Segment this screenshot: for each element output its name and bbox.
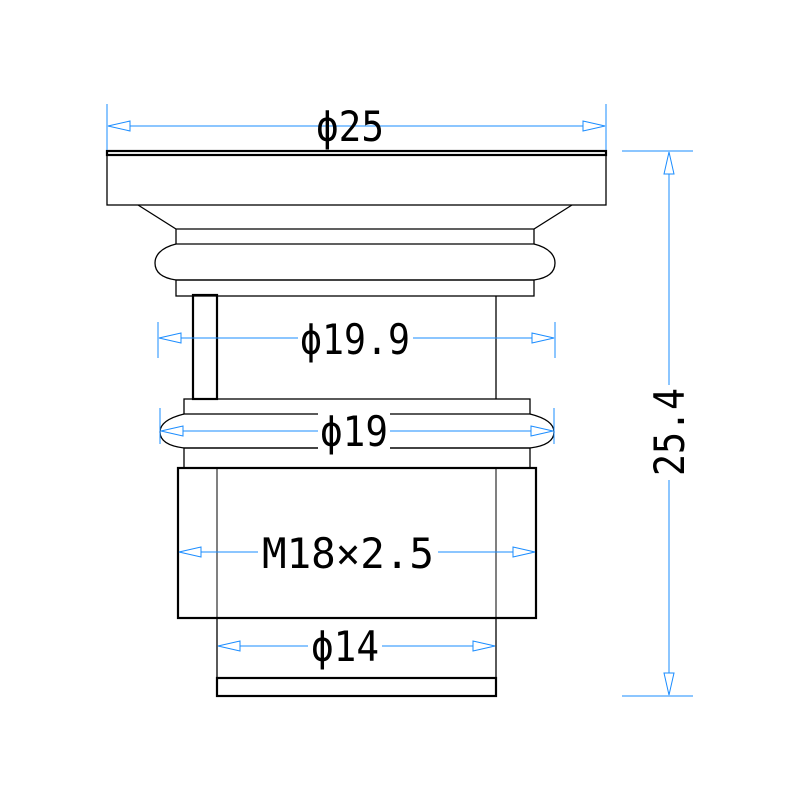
body-slot: [191, 293, 219, 401]
arrow-right: [530, 425, 554, 437]
label-backdrop: [258, 532, 438, 572]
upper-oring: [154, 243, 556, 281]
arrow-left: [158, 332, 182, 344]
upper-neck: [175, 229, 535, 245]
arrow-right: [582, 120, 606, 132]
arrow-top: [663, 151, 675, 175]
dimension-thread: M18×2.5: [178, 529, 536, 578]
dimension-height: 25.4: [622, 150, 694, 697]
arrow-right: [472, 640, 496, 652]
arrow-right: [512, 546, 536, 558]
top-flange: [106, 154, 607, 206]
arrow-left: [178, 546, 202, 558]
flange-chamfer: [137, 204, 573, 230]
arrow-left: [107, 120, 131, 132]
bottom-tube-end: [215, 676, 498, 698]
arrow-bottom: [663, 672, 675, 696]
arrow-left: [217, 640, 241, 652]
label-backdrop: [298, 316, 413, 358]
height-label: 25.4: [645, 388, 694, 476]
arrow-left: [160, 425, 184, 437]
label-backdrop: [308, 626, 382, 666]
body-diameter-label: ϕ19.9: [300, 315, 410, 364]
dimension-body-diameter: ϕ19.9: [157, 315, 556, 364]
dimension-groove-diameter: ϕ19: [159, 407, 555, 456]
upper-neck-lower-band: [175, 279, 535, 297]
groove-diameter-label: ϕ19: [320, 407, 388, 456]
dimension-bottom-diameter: ϕ14: [217, 622, 496, 671]
thread-label: M18×2.5: [262, 529, 434, 578]
outer-diameter-label: ϕ25: [316, 102, 384, 151]
label-backdrop: [318, 410, 390, 450]
bottom-diameter-label: ϕ14: [311, 622, 379, 671]
dimension-outer-diameter: ϕ25: [106, 102, 607, 151]
label-backdrop: [648, 385, 690, 480]
arrow-right: [531, 332, 555, 344]
